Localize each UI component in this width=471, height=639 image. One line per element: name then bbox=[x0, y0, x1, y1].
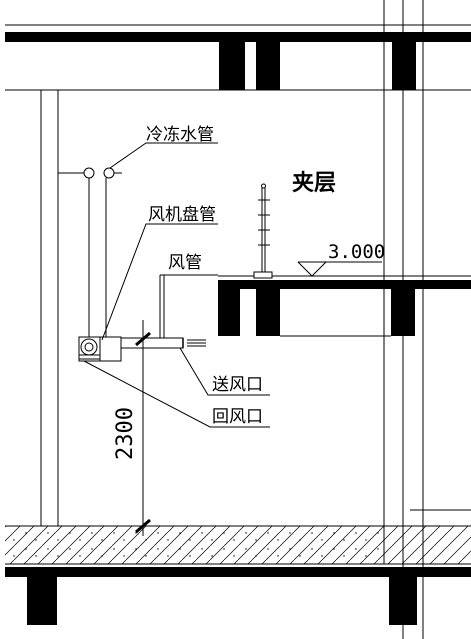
elevation-marker bbox=[297, 261, 382, 277]
leader-fan-coil bbox=[101, 223, 218, 341]
supply-outlet-label: 送风口 bbox=[212, 375, 263, 395]
chilled-water-pipes bbox=[58, 167, 122, 338]
mezzanine-slab bbox=[218, 275, 471, 337]
ground-slab bbox=[5, 525, 471, 625]
left-wall bbox=[40, 90, 59, 526]
railing bbox=[253, 183, 273, 279]
leader-supply-outlet bbox=[179, 347, 270, 396]
upper-slab bbox=[5, 24, 471, 91]
height-dimension bbox=[135, 320, 151, 536]
elevation-label: 3.000 bbox=[328, 241, 385, 263]
chilled-water-label: 冷冻水管 bbox=[146, 125, 214, 145]
leader-return-outlet bbox=[83, 360, 270, 428]
air-duct-label: 风管 bbox=[168, 253, 202, 273]
fan-coil-unit bbox=[78, 336, 206, 362]
mezzanine-label: 夹层 bbox=[292, 171, 336, 196]
height-dimension-label: 2300 bbox=[113, 407, 138, 460]
leader-chilled-water bbox=[109, 142, 218, 169]
fan-coil-label: 风机盘管 bbox=[148, 205, 216, 225]
return-outlet-label: 回风口 bbox=[212, 407, 263, 427]
air-duct bbox=[159, 274, 218, 338]
